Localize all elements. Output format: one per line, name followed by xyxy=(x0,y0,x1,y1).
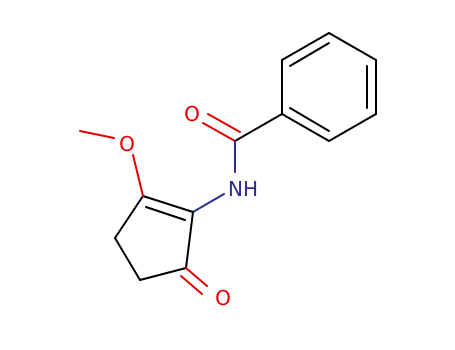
bond-methoxy-ch3 xyxy=(79,130,115,139)
bond-ring-1 xyxy=(281,32,330,61)
atom-label-o-ketone: O xyxy=(215,286,231,310)
bond-ring5-3 xyxy=(114,237,141,281)
bond-ring-4 xyxy=(328,113,377,142)
bond-ring-2 xyxy=(328,32,377,61)
atom-o-amide: O xyxy=(184,102,200,126)
bond-ring-inner-1 xyxy=(289,42,330,67)
atom-label-o-methoxy: O xyxy=(119,132,135,156)
bond-n-ring xyxy=(192,193,225,213)
bond-ring-5 xyxy=(281,113,330,142)
atom-o-methoxy: O xyxy=(119,132,135,156)
atom-label-nh: NH xyxy=(228,177,258,201)
benzene-ring xyxy=(281,32,377,142)
bond-carbonyl-ring xyxy=(234,113,283,142)
bond-amide-co-1 xyxy=(202,122,236,142)
bond-ring5-1 xyxy=(142,195,194,213)
bond-ketone-co-1 xyxy=(185,267,208,287)
bond-ring5-1b xyxy=(145,206,186,221)
atom-label-o-amide: O xyxy=(184,102,200,126)
atom-n-amide: NH xyxy=(228,177,258,201)
bond-ring5-4 xyxy=(139,267,187,281)
bond-ketone-co-2 xyxy=(180,275,203,295)
bond-methoxy-o xyxy=(132,154,144,197)
atom-o-ketone: O xyxy=(215,286,231,310)
cyclopentenone-ring xyxy=(114,195,194,281)
bond-amide-co-2 xyxy=(207,113,241,133)
bond-ring5-2 xyxy=(114,195,144,239)
bond-ring5-5 xyxy=(185,211,194,269)
bond-ring-inner-3 xyxy=(289,107,330,132)
